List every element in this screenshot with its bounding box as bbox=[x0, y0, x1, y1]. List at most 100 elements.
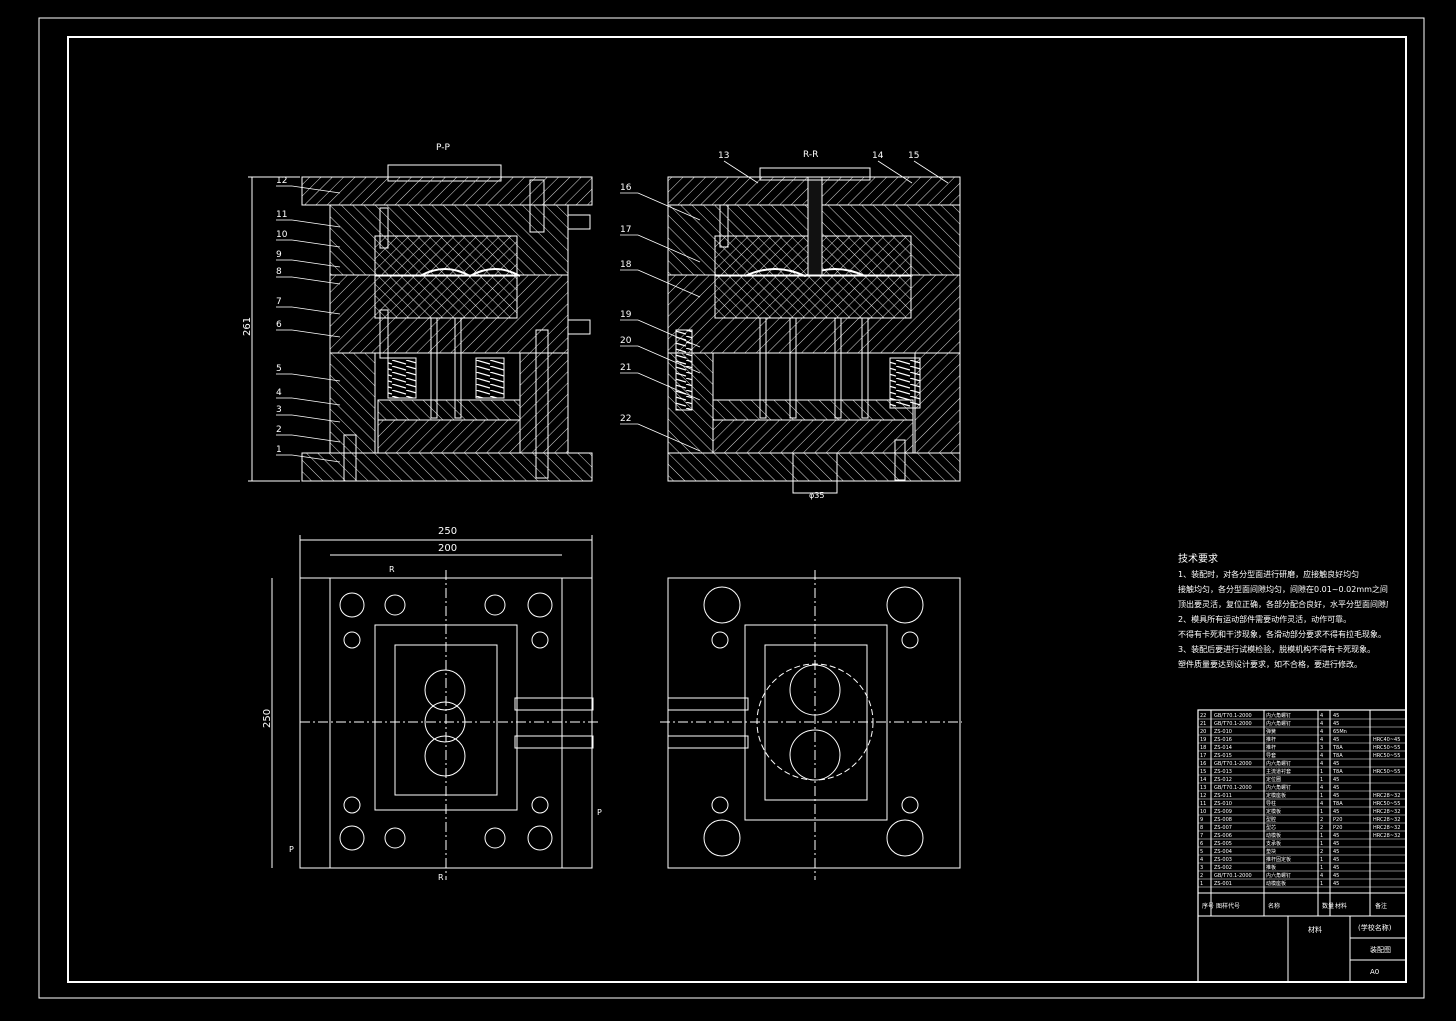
sheet-outer-border bbox=[38, 17, 1425, 999]
bom-cell: GB/T70.1-2000 bbox=[1214, 713, 1252, 719]
bom-cell: ZS-010 bbox=[1214, 729, 1232, 735]
leader-line bbox=[877, 160, 913, 184]
bom-cell: HRC28~32 bbox=[1373, 793, 1400, 799]
bom-cell: ZS-014 bbox=[1214, 745, 1232, 751]
bom-cell: 45 bbox=[1333, 721, 1339, 727]
leader-line bbox=[291, 276, 341, 285]
bom-cell: T8A bbox=[1332, 745, 1343, 751]
bom-cell: 20 bbox=[1200, 729, 1206, 735]
bom-cell: 4 bbox=[1320, 713, 1323, 719]
part-number-callout: 8 bbox=[276, 267, 282, 277]
bom-cell: 1 bbox=[1320, 881, 1323, 887]
bom-header-cell: 材料 bbox=[1335, 902, 1347, 910]
bom-cell: HRC28~32 bbox=[1373, 817, 1400, 823]
section-rr-title: R-R bbox=[803, 150, 818, 160]
bom-cell: 45 bbox=[1333, 849, 1339, 855]
bom-cell: 45 bbox=[1333, 785, 1339, 791]
bom-cell: 1 bbox=[1320, 777, 1323, 783]
plan-view-fixed: 250 200 250 bbox=[262, 526, 600, 880]
bom-cell: 1 bbox=[1320, 865, 1323, 871]
note-line: 2、模具所有运动部件需要动作灵活，动作可靠。 bbox=[1178, 615, 1352, 624]
bom-cell: 2 bbox=[1320, 817, 1323, 823]
part-number-callout: 12 bbox=[276, 176, 287, 186]
bom-cell: 4 bbox=[1320, 761, 1323, 767]
bom-cell: 定模座板 bbox=[1266, 792, 1286, 799]
dim-height-label: 261 bbox=[242, 317, 253, 336]
bom-cell: 2 bbox=[1320, 849, 1323, 855]
leader-line bbox=[291, 414, 341, 423]
bom-cell: HRC28~32 bbox=[1373, 833, 1400, 839]
bom-cell: 内六角螺钉 bbox=[1266, 784, 1291, 791]
bom-cell: 内六角螺钉 bbox=[1266, 720, 1291, 727]
bom-cell: 导套 bbox=[1266, 752, 1276, 759]
leader-line bbox=[291, 219, 341, 228]
note-line: 接触均匀，各分型面间隙均匀，间隙在0.01~0.02mm之间 bbox=[1178, 585, 1388, 594]
bom-cell: 主流道衬套 bbox=[1266, 768, 1291, 775]
part-number-callout: 10 bbox=[276, 230, 288, 240]
bom-cell: 4 bbox=[1320, 873, 1323, 879]
bom-cell: 推杆 bbox=[1266, 744, 1276, 751]
bom-cell: 动模板 bbox=[1266, 832, 1281, 839]
bom-cell: ZS-001 bbox=[1214, 881, 1232, 887]
bom-cell: 4 bbox=[1320, 801, 1323, 807]
bom-cell: 45 bbox=[1333, 857, 1339, 863]
part-number-callout: 4 bbox=[276, 388, 282, 398]
bom-cell: 5 bbox=[1200, 849, 1203, 855]
part-number-callout: 2 bbox=[276, 425, 282, 435]
part-number-callout: 11 bbox=[276, 210, 287, 220]
bom-cell: 弹簧 bbox=[1266, 728, 1276, 735]
note-line: 不得有卡死和干涉现象，各滑动部分要求不得有拉毛现象。 bbox=[1178, 630, 1386, 639]
sheet-inner-border bbox=[67, 36, 1407, 983]
bom-cell: ZS-015 bbox=[1214, 753, 1232, 759]
bom-cell: 10 bbox=[1200, 809, 1206, 815]
part-number-callout: 13 bbox=[718, 151, 729, 161]
bom-cell: 1 bbox=[1320, 769, 1323, 775]
leader-line bbox=[637, 269, 701, 298]
section-mark: R bbox=[389, 565, 395, 574]
leader-line bbox=[291, 329, 341, 338]
bom-cell: ZS-003 bbox=[1214, 857, 1232, 863]
bom-cell: 65Mn bbox=[1333, 729, 1347, 735]
section-rr-view: R-R φ35 bbox=[667, 150, 961, 500]
part-number-callout: 17 bbox=[620, 225, 631, 235]
bom-cell: 内六角螺钉 bbox=[1266, 712, 1291, 719]
bom-cell: GB/T70.1-2000 bbox=[1214, 873, 1252, 879]
note-line: 1、装配时，对各分型面进行研磨，应接触良好均匀 bbox=[1178, 570, 1360, 579]
part-number-callout: 9 bbox=[276, 250, 282, 260]
bom-cell: 2 bbox=[1200, 873, 1203, 879]
bom-cell: 45 bbox=[1333, 809, 1339, 815]
leader-line bbox=[723, 160, 759, 184]
leader-line bbox=[637, 319, 701, 348]
bom-cell: ZS-009 bbox=[1214, 809, 1232, 815]
part-number-callout: 18 bbox=[620, 260, 632, 270]
leader-line bbox=[637, 372, 701, 401]
bom-cell: ZS-012 bbox=[1214, 777, 1232, 783]
bom-cell: ZS-006 bbox=[1214, 833, 1232, 839]
note-line: 3、装配后要进行试模检验，脱模机构不得有卡死现象。 bbox=[1178, 645, 1376, 654]
bom-cell: 1 bbox=[1200, 881, 1203, 887]
bom-cell: 45 bbox=[1333, 737, 1339, 743]
section-mark: P bbox=[597, 808, 602, 817]
bom-cell: T8A bbox=[1332, 753, 1343, 759]
section-mark: P bbox=[289, 845, 294, 854]
bom-cell: 4 bbox=[1320, 785, 1323, 791]
bom-cell: 45 bbox=[1333, 841, 1339, 847]
bom-cell: 9 bbox=[1200, 817, 1203, 823]
bom-cell: 45 bbox=[1333, 777, 1339, 783]
part-number-callout: 21 bbox=[620, 363, 631, 373]
leader-line bbox=[637, 345, 701, 374]
section-pp-view: P-P 261 bbox=[242, 143, 593, 482]
bom-cell: 4 bbox=[1320, 729, 1323, 735]
bom-cell: 1 bbox=[1320, 793, 1323, 799]
title-material: 材料 bbox=[1308, 925, 1322, 934]
bom-cell: ZS-013 bbox=[1214, 769, 1232, 775]
bom-cell: 6 bbox=[1200, 841, 1203, 847]
bom-cell: 支承板 bbox=[1266, 840, 1281, 847]
bom-cell: 21 bbox=[1200, 721, 1206, 727]
bom-cell: 16 bbox=[1200, 761, 1206, 767]
bom-cell: 18 bbox=[1200, 745, 1206, 751]
bom-cell: 17 bbox=[1200, 753, 1206, 759]
bom-cell: GB/T70.1-2000 bbox=[1214, 721, 1252, 727]
technical-requirements: 技术要求 1、装配时，对各分型面进行研磨，应接触良好均匀 接触均匀，各分型面间隙… bbox=[1178, 552, 1388, 672]
